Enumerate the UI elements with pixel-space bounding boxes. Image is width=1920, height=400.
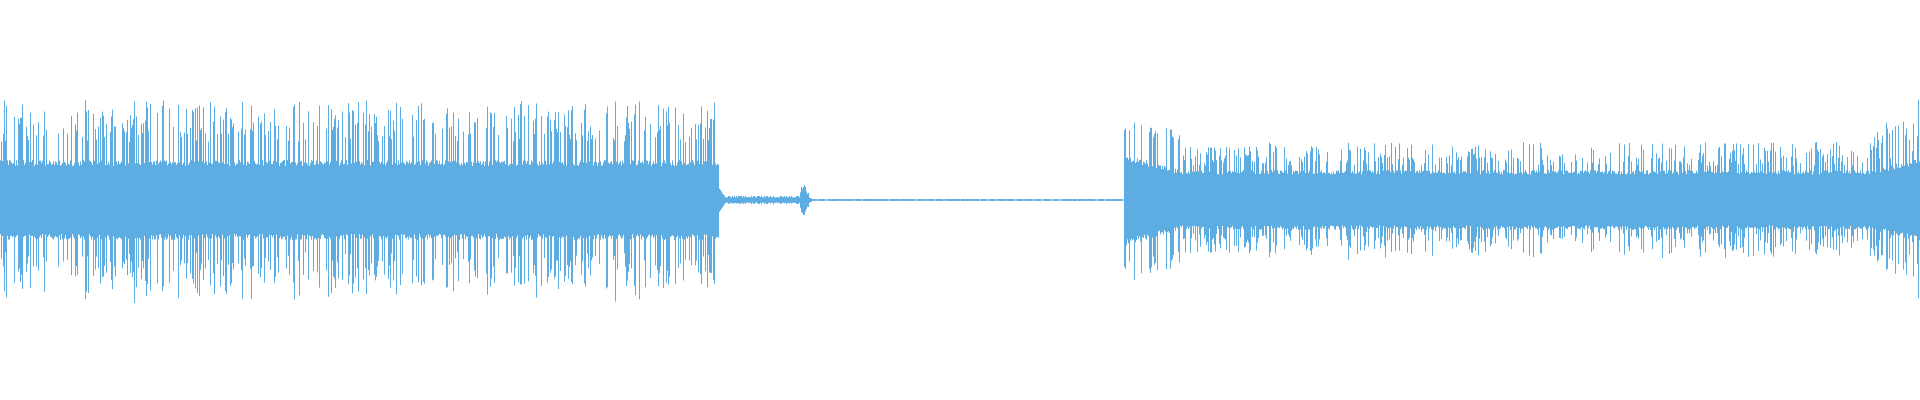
waveform [0, 99, 1920, 303]
